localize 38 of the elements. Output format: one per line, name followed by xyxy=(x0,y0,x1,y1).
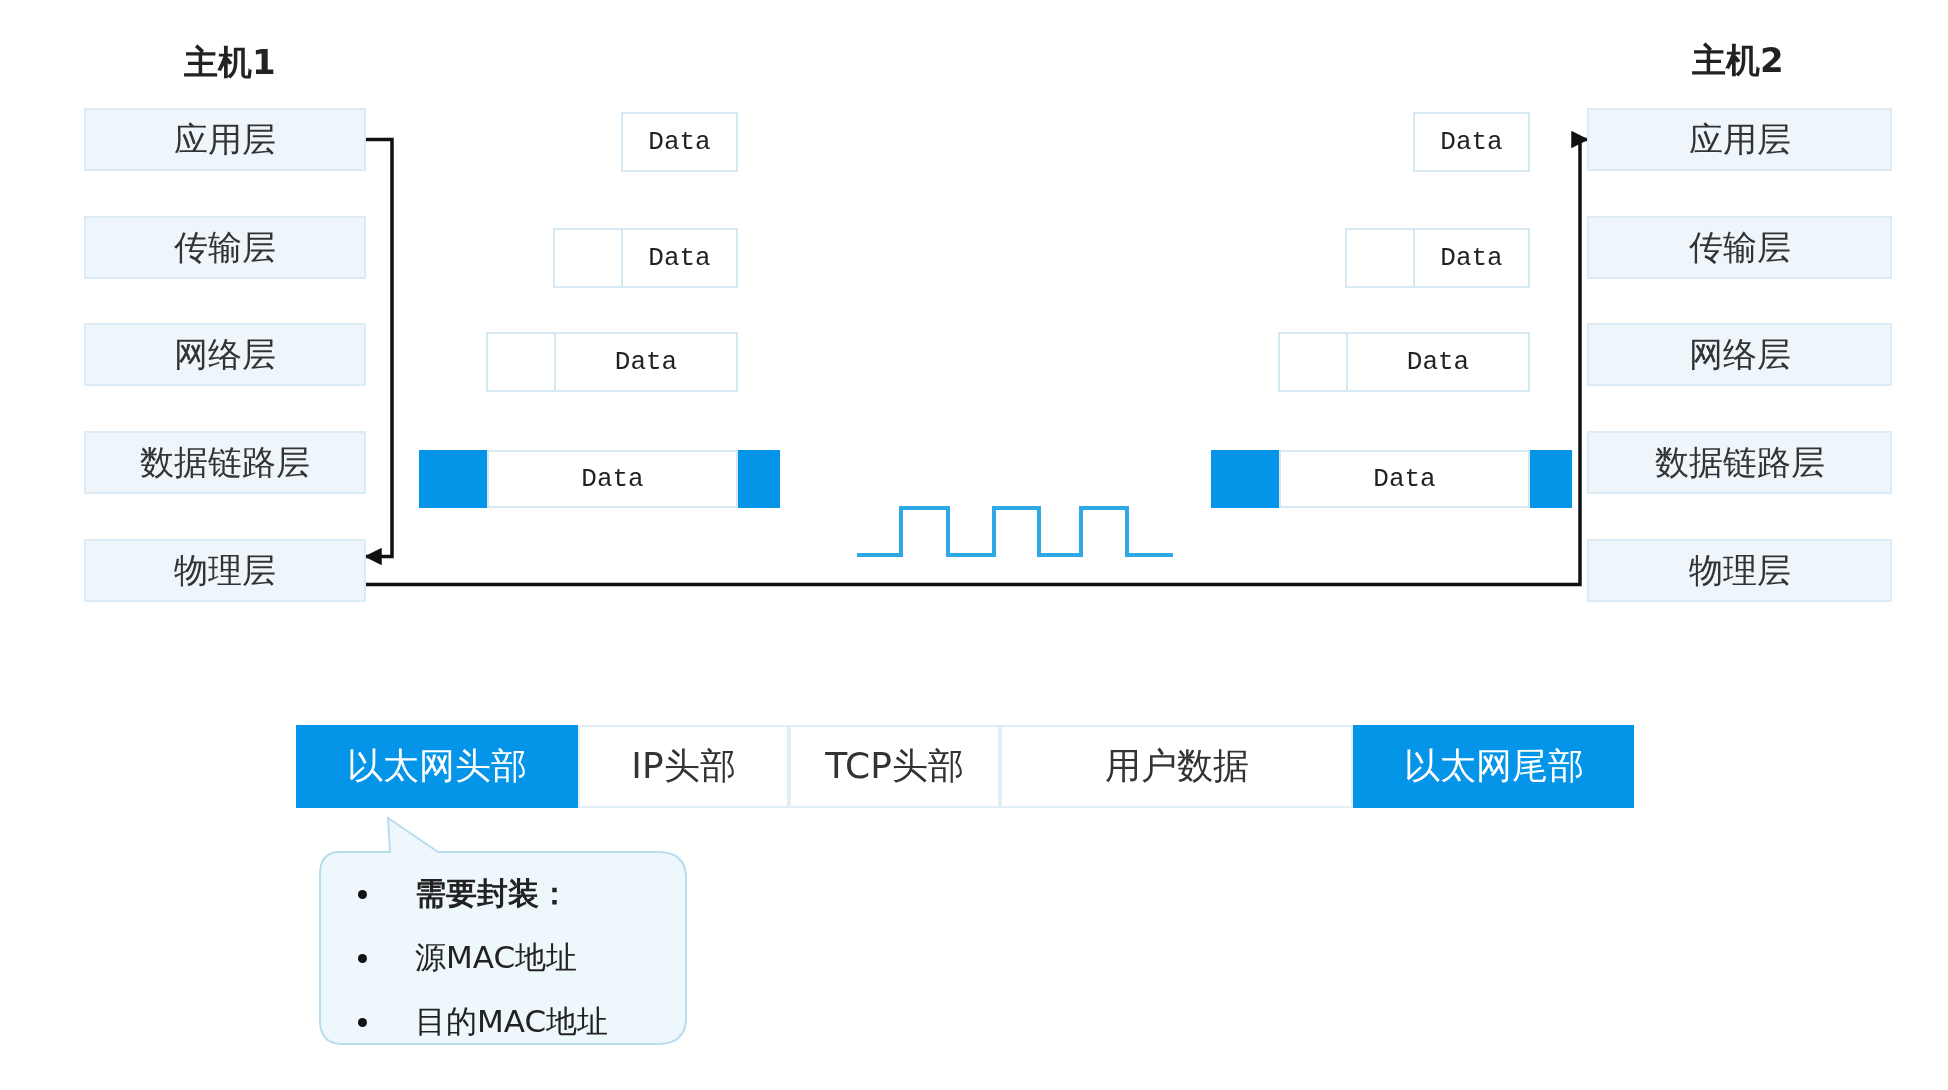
layer-box: 传输层 xyxy=(84,216,366,279)
layer-box: 数据链路层 xyxy=(84,431,366,494)
frame-field xyxy=(738,450,780,508)
layer-box: 网络层 xyxy=(1587,323,1892,386)
host-title: 主机2 xyxy=(1692,39,1784,82)
frame-field: TCP头部 xyxy=(789,725,1000,808)
packet-header-field xyxy=(1345,228,1415,288)
packet-field: Data xyxy=(1413,112,1530,172)
packet-field: Data xyxy=(621,228,738,288)
frame-field xyxy=(419,450,487,508)
packet-field: Data xyxy=(554,332,738,392)
packet-field: Data xyxy=(1346,332,1530,392)
bullet-text: 需要封装： xyxy=(415,874,570,913)
frame-field: IP头部 xyxy=(578,725,789,808)
frame-field: 用户数据 xyxy=(1000,725,1353,808)
bullet-text: 目的MAC地址 xyxy=(415,1002,609,1041)
frame-field xyxy=(1211,450,1279,508)
callout-bubble xyxy=(318,816,690,1048)
layer-box: 网络层 xyxy=(84,323,366,386)
layer-box: 物理层 xyxy=(1587,539,1892,602)
layer-box: 数据链路层 xyxy=(1587,431,1892,494)
packet-field: Data xyxy=(1279,450,1530,508)
layer-box: 物理层 xyxy=(84,539,366,602)
packet-header-field xyxy=(1278,332,1348,392)
packet-header-field xyxy=(486,332,556,392)
frame-field xyxy=(1530,450,1572,508)
frame-field: 以太网尾部 xyxy=(1353,725,1634,808)
packet-field: Data xyxy=(487,450,738,508)
frame-field: 以太网头部 xyxy=(296,725,578,808)
layer-box: 应用层 xyxy=(1587,108,1892,171)
layer-box: 应用层 xyxy=(84,108,366,171)
bullet-text: 源MAC地址 xyxy=(415,938,578,977)
layer-box: 传输层 xyxy=(1587,216,1892,279)
host-title: 主机1 xyxy=(184,41,276,84)
packet-header-field xyxy=(553,228,623,288)
packet-field: Data xyxy=(1413,228,1530,288)
packet-field: Data xyxy=(621,112,738,172)
arrow xyxy=(366,130,1589,587)
